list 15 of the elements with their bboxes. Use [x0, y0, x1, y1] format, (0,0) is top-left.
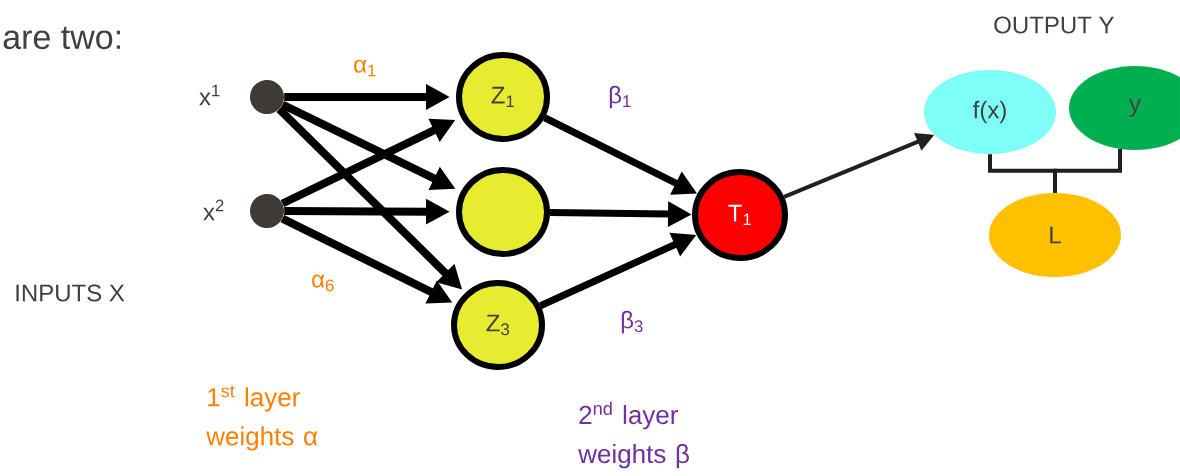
- input-label: x$^{1}$: [199, 84, 220, 106]
- edge-label: α$_{6}$: [310, 273, 336, 293]
- input-dot: [250, 80, 284, 114]
- neuron-circle: [456, 167, 550, 257]
- edge-label: β$_{3}$: [619, 309, 645, 335]
- bracket-connector: [1053, 149, 1123, 193]
- edge-label: α$_{1}$: [352, 58, 378, 78]
- input-dot: [250, 194, 284, 228]
- text-label: 1$^{st}$ layer weights α: [206, 385, 318, 451]
- edge-label: β$_{1}$: [607, 84, 633, 110]
- text-label: OUTPUT Y: [994, 16, 1114, 34]
- text-label: are two:: [3, 26, 120, 50]
- input-label: x$^{2}$: [203, 199, 224, 221]
- text-label: INPUTS X: [16, 284, 125, 302]
- text-label: 2$^{nd}$ layer weights β: [578, 401, 689, 469]
